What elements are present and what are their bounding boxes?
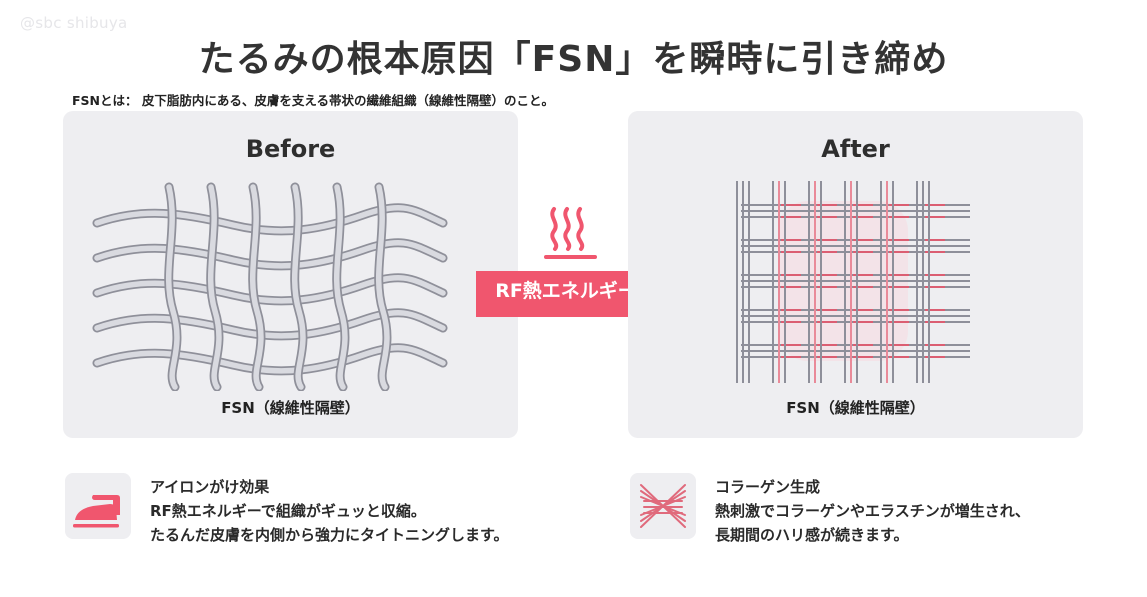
vertical-fiber [374, 182, 392, 391]
vertical-fibers [736, 181, 930, 383]
feature-title: アイロンがけ効果 [150, 478, 270, 496]
feature-line: RF熱エネルギーで組織がギュッと収縮。 [150, 502, 426, 520]
vertical-fiber [290, 182, 308, 391]
horizontal-fiber [92, 238, 448, 271]
iron-icon [73, 495, 120, 528]
horizontal-fiber [92, 273, 448, 306]
horizontal-fiber [92, 343, 448, 376]
crossed-fibers-icon [640, 484, 686, 528]
iron-icon-box [65, 473, 131, 539]
after-heading: After [821, 135, 890, 163]
fsn-definition: FSNとは： 皮下脂肪内にある、皮膚を支える帯状の繊維組織（線維性隔壁）のこと。 [72, 93, 554, 108]
crossed-fibers-icon-box [630, 473, 696, 539]
feature-line: 熱刺激でコラーゲンやエラスチンが増生され、 [715, 502, 1030, 520]
horizontal-fibers [92, 203, 448, 376]
feature-line: たるんだ皮膚を内側から強力にタイトニングします。 [150, 526, 509, 544]
feature-text: コラーゲン生成 熱刺激でコラーゲンやエラスチンが増生され、 長期間のハリ感が続き… [715, 475, 1030, 547]
vertical-fiber [248, 182, 266, 391]
feature-text: アイロンがけ効果 RF熱エネルギーで組織がギュッと収縮。 たるんだ皮膚を内側から… [150, 475, 509, 547]
vertical-fiber [164, 182, 182, 391]
before-card: Before FSN（線維性隔壁） [63, 111, 518, 438]
before-heading: Before [245, 135, 336, 163]
vertical-fiber [332, 182, 350, 391]
arrow-label: RF熱エネルギー [495, 280, 637, 302]
feature-line: 長期間のハリ感が続きます。 [715, 526, 909, 544]
page-title: たるみの根本原因「FSN」を瞬時に引き締め [198, 39, 949, 80]
watermark: @sbc shibuya [20, 14, 128, 32]
before-caption: FSN（線維性隔壁） [221, 399, 360, 417]
horizontal-fiber [92, 308, 448, 341]
vertical-fiber [206, 182, 224, 391]
after-caption: FSN（線維性隔壁） [786, 399, 925, 417]
heat-waves-icon [544, 207, 597, 259]
tight-fiber-grid-illustration [736, 181, 970, 383]
wavy-fiber-mesh-illustration [92, 182, 448, 391]
after-card: After FSN（線維性隔壁） [628, 111, 1083, 438]
horizontal-fiber [92, 203, 448, 236]
vertical-fibers [164, 182, 392, 391]
feature-title: コラーゲン生成 [715, 478, 821, 496]
